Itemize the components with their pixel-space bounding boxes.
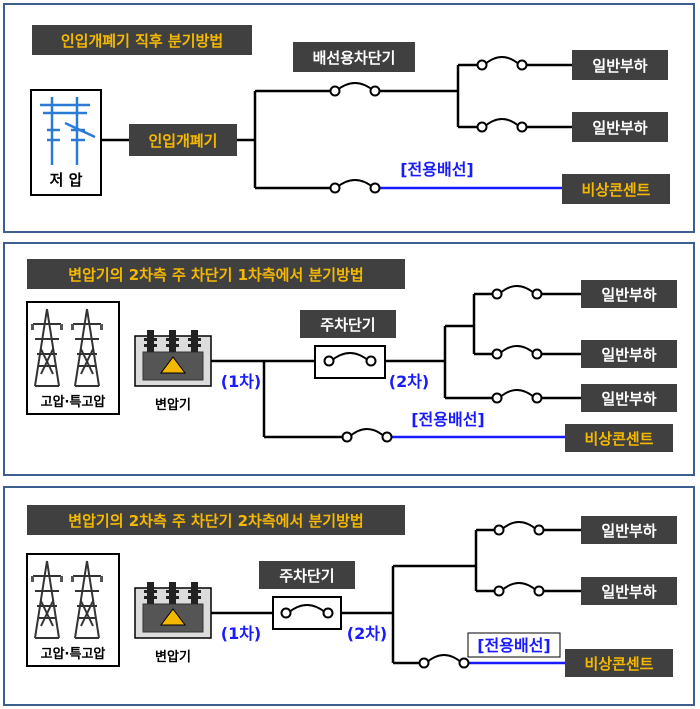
transmission-tower-icon bbox=[31, 308, 103, 387]
panel-2: 변압기의 2차측 주 차단기 1차측에서 분기방법 고압·특고압 변압기 bbox=[3, 242, 695, 476]
switch-icon bbox=[476, 118, 528, 133]
emergency-outlet-label: 비상콘센트 bbox=[584, 655, 653, 673]
dedicated-line-label: [전용배선] bbox=[477, 636, 551, 655]
main-breaker-label-box bbox=[300, 310, 396, 338]
transformer-icon bbox=[134, 330, 212, 387]
emergency-outlet-box bbox=[562, 174, 670, 204]
panel-title: 변압기의 2차측 주 차단기 1차측에서 분기방법 bbox=[68, 266, 363, 284]
switch-icon bbox=[493, 582, 545, 597]
panel-1: 인입개폐기 직후 분기방법 저 압 bbox=[3, 3, 695, 233]
secondary-label: (2차) bbox=[389, 372, 429, 391]
main-breaker-label-box bbox=[259, 561, 355, 589]
emergency-outlet-label: 비상콘센트 bbox=[584, 430, 653, 448]
switch-icon bbox=[323, 352, 377, 367]
wiring bbox=[211, 528, 581, 665]
panel-title-box bbox=[27, 505, 405, 535]
transmission-tower-icon bbox=[31, 560, 103, 639]
panel-1-diagram: 인입개폐기 직후 분기방법 저 압 bbox=[30, 25, 670, 204]
load-box bbox=[581, 577, 677, 605]
inlet-switch-box bbox=[129, 124, 237, 156]
emergency-outlet-box bbox=[565, 424, 673, 452]
switch-icon bbox=[491, 345, 543, 360]
load-label: 일반부하 bbox=[601, 583, 656, 601]
panel-3-diagram: 변압기의 2차측 주 차단기 2차측에서 분기방법 고압·특고압 변압기 bbox=[26, 505, 677, 677]
inlet-switch-label: 인입개폐기 bbox=[148, 132, 217, 150]
load-box bbox=[581, 384, 677, 412]
switch-icon bbox=[491, 389, 543, 404]
panel-title: 인입개폐기 직후 분기방법 bbox=[61, 32, 223, 50]
switch-icon bbox=[493, 521, 545, 536]
emergency-outlet-label: 비상콘센트 bbox=[581, 181, 650, 199]
switch-icon bbox=[491, 285, 543, 300]
load-label: 일반부하 bbox=[592, 57, 647, 75]
source-label: 저 압 bbox=[50, 171, 83, 189]
breaker-label-box bbox=[293, 42, 415, 72]
load-box bbox=[581, 340, 677, 368]
pole-transformer-icon bbox=[40, 97, 96, 165]
load-box bbox=[572, 112, 668, 142]
main-breaker-label: 주차단기 bbox=[320, 316, 375, 334]
source-box bbox=[26, 553, 120, 667]
load-label: 일반부하 bbox=[592, 119, 647, 137]
dedicated-line-label: [전용배선] bbox=[411, 410, 485, 429]
switch-icon bbox=[329, 82, 381, 97]
transformer-label: 변압기 bbox=[155, 398, 191, 413]
switch-icon bbox=[476, 56, 528, 71]
panel-title-box bbox=[32, 25, 252, 55]
wiring bbox=[101, 63, 572, 190]
source-box bbox=[26, 301, 120, 415]
transformer-icon bbox=[134, 582, 212, 639]
load-label: 일반부하 bbox=[601, 346, 656, 364]
transformer-label: 변압기 bbox=[155, 650, 191, 665]
switch-icon bbox=[329, 179, 381, 194]
panel-2-diagram: 변압기의 2차측 주 차단기 1차측에서 분기방법 고압·특고압 변압기 bbox=[26, 259, 677, 452]
main-breaker-label: 주차단기 bbox=[279, 567, 334, 585]
source-label: 고압·특고압 bbox=[41, 395, 106, 410]
breaker-label: 배선용차단기 bbox=[313, 49, 396, 67]
source-label: 고압·특고압 bbox=[41, 647, 106, 662]
dedicated-line-label: [전용배선] bbox=[400, 160, 474, 179]
primary-label: (1차) bbox=[221, 372, 261, 391]
panel-title: 변압기의 2차측 주 차단기 2차측에서 분기방법 bbox=[68, 512, 363, 530]
load-label: 일반부하 bbox=[601, 390, 656, 408]
switch-icon bbox=[341, 428, 393, 443]
load-box bbox=[581, 280, 677, 308]
switch-icon bbox=[418, 654, 470, 669]
load-box bbox=[581, 516, 677, 544]
source-box bbox=[30, 89, 102, 196]
primary-label: (1차) bbox=[221, 624, 261, 643]
load-label: 일반부하 bbox=[601, 286, 656, 304]
panel-3: 변압기의 2차측 주 차단기 2차측에서 분기방법 고압·특고압 변압기 bbox=[3, 486, 695, 706]
emergency-outlet-box bbox=[565, 649, 673, 677]
load-label: 일반부하 bbox=[601, 522, 656, 540]
switch-icon bbox=[280, 604, 334, 619]
secondary-label: (2차) bbox=[347, 624, 387, 643]
load-box bbox=[572, 50, 668, 80]
panel-title-box bbox=[27, 259, 405, 289]
wiring bbox=[211, 292, 581, 439]
dedicated-line-frame bbox=[467, 632, 561, 658]
